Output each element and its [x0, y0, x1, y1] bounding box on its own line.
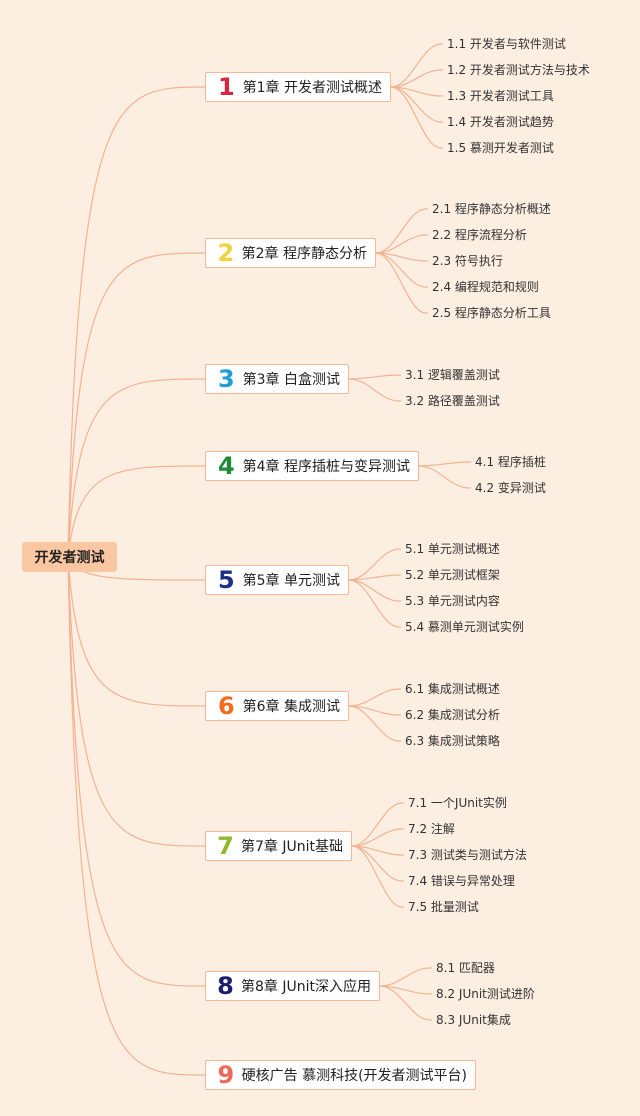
- topic-item: 1.1 开发者与软件测试: [447, 37, 566, 51]
- root-to-chapter-line: [67, 556, 206, 847]
- topic-item: 2.1 程序静态分析概述: [432, 202, 551, 216]
- chapter-to-item-line: [348, 705, 400, 742]
- topic-item: 1.3 开发者测试工具: [447, 89, 554, 103]
- chapter-node-1: 1 第1章 开发者测试概述: [205, 72, 391, 102]
- topic-item: 5.4 慕测单元测试实例: [405, 620, 524, 634]
- topic-item: 6.1 集成测试概述: [405, 682, 500, 696]
- topic-item: 4.2 变异测试: [475, 481, 546, 495]
- chapter-to-item-line: [351, 802, 403, 847]
- chapter-number-badge: 5: [217, 566, 235, 594]
- root-node: 开发者测试: [22, 542, 117, 572]
- chapter-node-9: 9 硬核广告 慕测科技(开发者测试平台): [205, 1060, 476, 1090]
- chapter-number-badge: 3: [217, 365, 235, 393]
- chapter-to-item-line: [390, 43, 442, 88]
- topic-item: 1.5 慕测开发者测试: [447, 141, 554, 155]
- chapter-number-badge: 9: [217, 1061, 235, 1089]
- chapter-to-item-line: [348, 378, 400, 402]
- topic-item: 7.1 一个JUnit实例: [408, 796, 507, 810]
- topic-item: 8.1 匹配器: [436, 961, 495, 975]
- chapter-node-3: 3 第3章 白盒测试: [205, 364, 349, 394]
- topic-item: 2.4 编程规范和规则: [432, 280, 539, 294]
- topic-item: 7.4 错误与异常处理: [408, 874, 515, 888]
- chapter-to-item-line: [348, 579, 400, 628]
- chapter-number-badge: 2: [217, 239, 235, 267]
- topic-item: 7.2 注解: [408, 822, 455, 836]
- root-to-chapter-line: [67, 252, 206, 558]
- topic-item: 5.2 单元测试框架: [405, 568, 500, 582]
- chapter-node-5: 5 第5章 单元测试: [205, 565, 349, 595]
- topic-item: 7.3 测试类与测试方法: [408, 848, 527, 862]
- chapter-to-item-line: [351, 828, 403, 847]
- chapter-to-item-line: [418, 465, 470, 489]
- topic-item: 5.3 单元测试内容: [405, 594, 500, 608]
- chapter-title: 第1章 开发者测试概述: [242, 80, 382, 96]
- chapter-to-item-line: [348, 688, 400, 707]
- chapter-to-item-line: [379, 967, 431, 987]
- topic-item: 3.2 路径覆盖测试: [405, 394, 500, 408]
- chapter-number-badge: 1: [217, 73, 235, 101]
- topic-item: 4.1 程序插桩: [475, 455, 546, 469]
- topic-item: 5.1 单元测试概述: [405, 542, 500, 556]
- topic-item: 2.3 符号执行: [432, 254, 503, 268]
- topic-item: 1.4 开发者测试趋势: [447, 115, 554, 129]
- chapter-number-badge: 6: [217, 692, 235, 720]
- chapter-node-4: 4 第4章 程序插桩与变异测试: [205, 451, 419, 481]
- chapter-title: 第2章 程序静态分析: [241, 246, 367, 262]
- chapter-to-item-line: [348, 574, 400, 581]
- chapter-title: 第6章 集成测试: [242, 699, 340, 715]
- chapter-to-item-line: [390, 69, 442, 88]
- chapter-to-item-line: [418, 461, 470, 467]
- chapter-node-8: 8 第8章 JUnit深入应用: [205, 971, 380, 1001]
- topic-item: 8.3 JUnit集成: [436, 1013, 511, 1027]
- chapter-node-7: 7 第7章 JUnit基础: [205, 831, 352, 861]
- topic-item: 6.3 集成测试策略: [405, 734, 500, 748]
- chapter-to-item-line: [390, 86, 442, 149]
- root-to-chapter-line: [67, 86, 206, 558]
- root-to-chapter-line: [67, 465, 206, 558]
- chapter-number-badge: 8: [217, 972, 234, 1000]
- root-to-chapter-line: [67, 378, 206, 558]
- root-to-chapter-line: [67, 556, 206, 1076]
- chapter-to-item-line: [375, 252, 427, 314]
- topic-item: 7.5 批量测试: [408, 900, 479, 914]
- chapter-to-item-line: [351, 845, 403, 908]
- root-to-chapter-line: [67, 556, 206, 707]
- topic-item: 2.5 程序静态分析工具: [432, 306, 551, 320]
- root-to-chapter-line: [67, 556, 206, 987]
- chapter-node-2: 2 第2章 程序静态分析: [205, 238, 376, 268]
- chapter-title: 第4章 程序插桩与变异测试: [242, 459, 410, 475]
- chapter-title: 硬核广告 慕测科技(开发者测试平台): [241, 1068, 467, 1084]
- chapter-node-6: 6 第6章 集成测试: [205, 691, 349, 721]
- chapter-to-item-line: [348, 548, 400, 581]
- chapter-number-badge: 4: [217, 452, 235, 480]
- chapter-number-badge: 7: [217, 832, 234, 860]
- chapter-to-item-line: [379, 985, 431, 1021]
- chapter-title: 第3章 白盒测试: [242, 372, 340, 388]
- chapter-to-item-line: [375, 234, 427, 254]
- topic-item: 3.1 逻辑覆盖测试: [405, 368, 500, 382]
- topic-item: 8.2 JUnit测试进阶: [436, 987, 535, 1001]
- chapter-to-item-line: [348, 374, 400, 380]
- chapter-title: 第5章 单元测试: [242, 573, 340, 589]
- chapter-title: 第7章 JUnit基础: [241, 839, 343, 855]
- topic-item: 1.2 开发者测试方法与技术: [447, 63, 590, 77]
- chapter-title: 第8章 JUnit深入应用: [241, 979, 371, 995]
- topic-item: 2.2 程序流程分析: [432, 228, 527, 242]
- chapter-to-item-line: [375, 208, 427, 254]
- chapter-to-item-line: [348, 579, 400, 602]
- topic-item: 6.2 集成测试分析: [405, 708, 500, 722]
